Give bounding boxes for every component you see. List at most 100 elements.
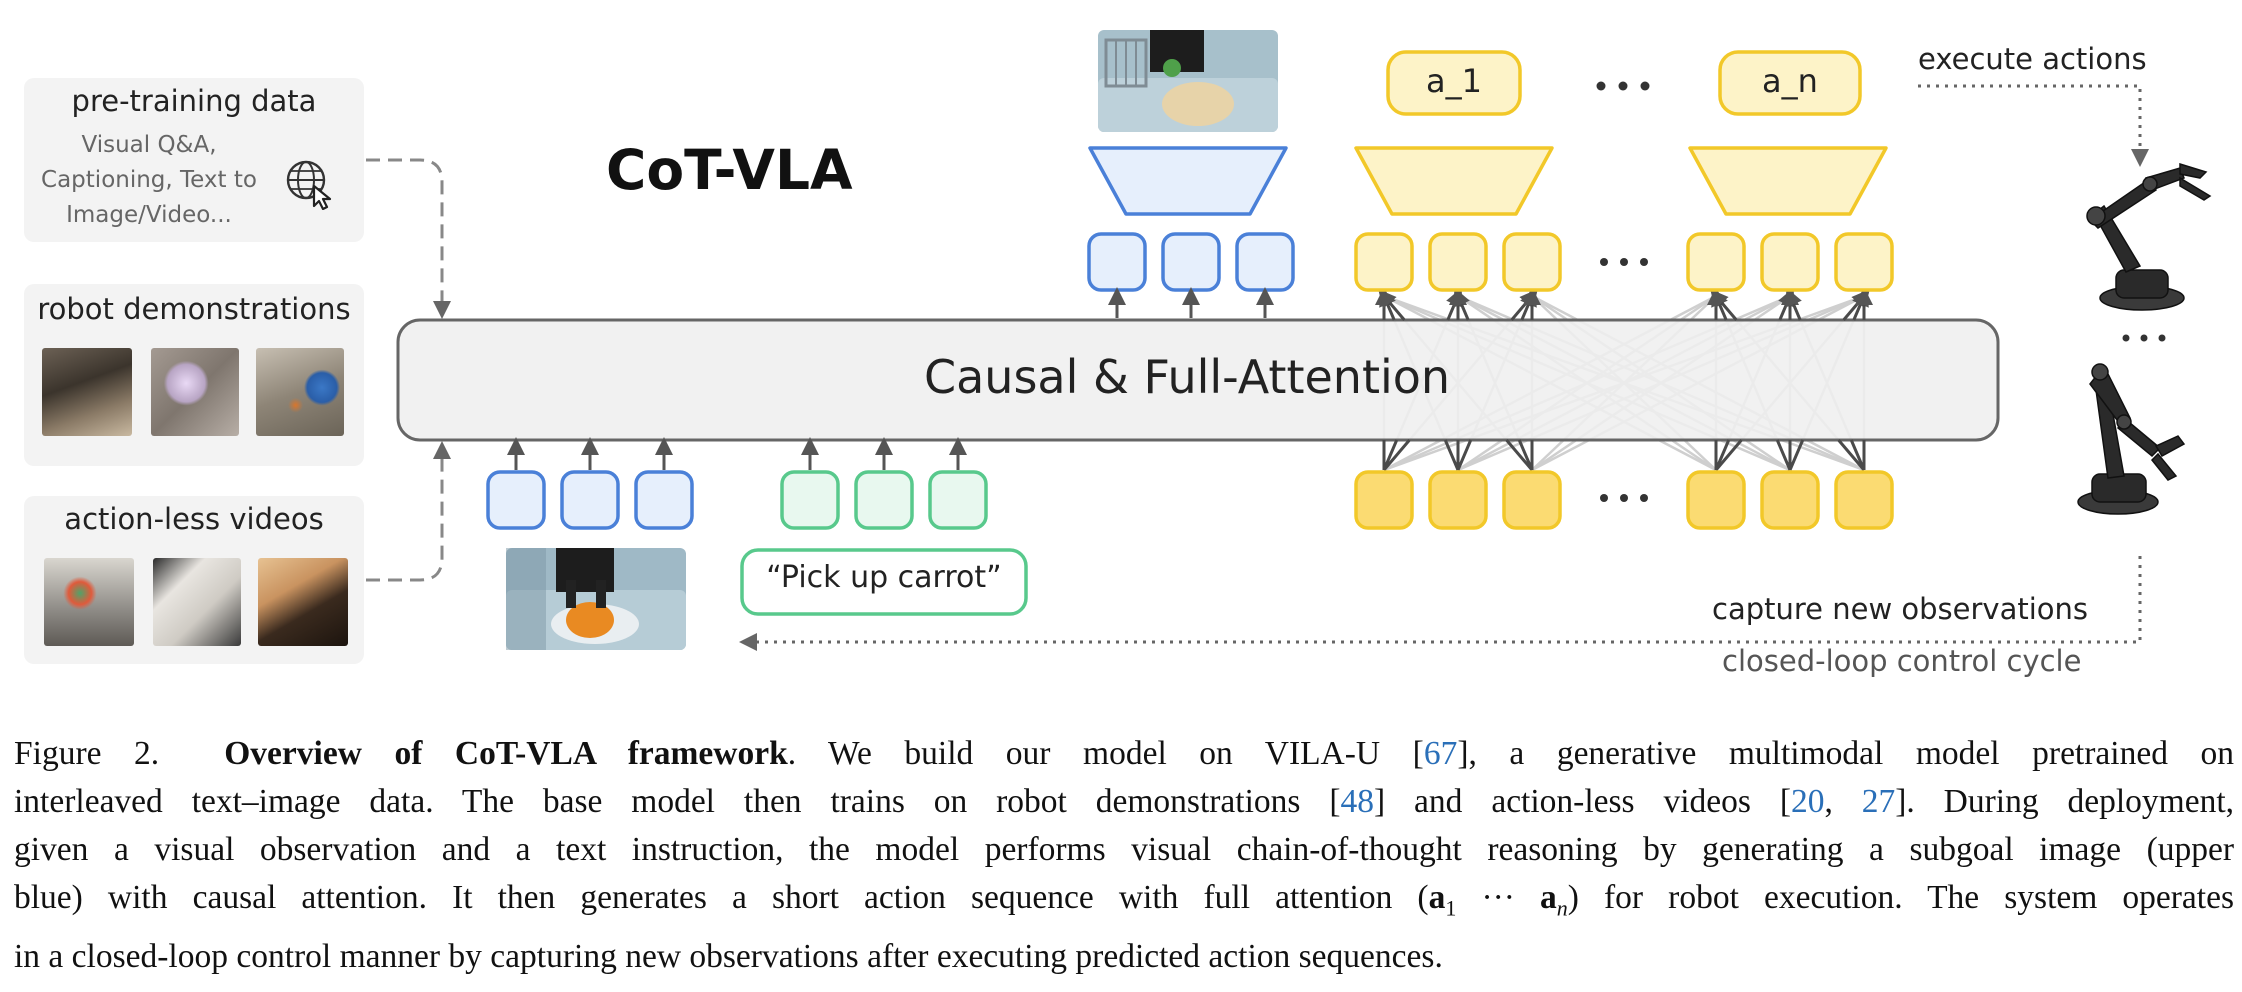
image-token-2 — [560, 470, 620, 530]
action-output-tokens — [1354, 232, 1894, 292]
text-token-2 — [854, 470, 914, 530]
action-decoder-trapezoid-n — [1688, 146, 1888, 216]
subgoal-token-3 — [1235, 232, 1295, 292]
robot-demonstrations-title: robot demonstrations — [37, 292, 351, 326]
action-less-videos-panel: action-less videos — [24, 496, 364, 664]
math-dots: ··· — [1456, 879, 1541, 916]
attention-dark-top-7 — [1378, 289, 1406, 321]
caption-text: ]. During deployment, — [1895, 783, 2235, 820]
action-input-token-2 — [1428, 470, 1488, 530]
action-output-token-5 — [1760, 232, 1820, 292]
globe-cursor-icon — [286, 160, 332, 210]
math-sub-n: n — [1556, 895, 1568, 921]
attention-dark-bottom-6 — [1456, 439, 1473, 471]
action-output-token-2 — [1428, 232, 1488, 292]
robot-demo-image-2 — [151, 348, 239, 436]
ref-67[interactable]: 67 — [1423, 735, 1458, 772]
caption-figure-label: Figure 2. — [14, 735, 160, 772]
action-label-1: a_1 — [1426, 62, 1482, 100]
videos-connector — [366, 441, 451, 582]
attention-dark-bottom-16 — [1837, 439, 1866, 471]
attention-dark-lines — [1375, 287, 1873, 471]
subgoal-image-tokens — [1087, 232, 1295, 292]
attention-dark-bottom-13 — [1775, 439, 1792, 471]
action-decoder-trapezoid-1 — [1354, 146, 1554, 216]
caption-text: ] and action-less videos [ — [1374, 783, 1791, 820]
pretraining-desc-line-3: Image/Video... — [66, 202, 232, 228]
input-arrows — [507, 437, 967, 470]
subgoal-image — [1098, 30, 1278, 132]
input-image-tokens — [486, 470, 694, 530]
ref-48[interactable]: 48 — [1340, 783, 1375, 820]
pretraining-panel: pre-training data Visual Q&A, Captioning… — [24, 78, 364, 242]
attention-dark-bottom-4 — [1443, 439, 1460, 471]
instruction-text: “Pick up carrot” — [766, 560, 1002, 595]
ref-20[interactable]: 20 — [1790, 783, 1825, 820]
image-token-1 — [486, 470, 546, 530]
action-input-token-4 — [1686, 470, 1746, 530]
action-less-videos-title: action-less videos — [64, 502, 324, 536]
diagram-graphics — [366, 30, 2212, 651]
caption-line-3: given a visual observation and a text in… — [14, 831, 2234, 868]
closed-loop-arrow — [739, 556, 2142, 651]
caption-bold-title: Overview of CoT-VLA framework — [224, 735, 788, 772]
instruction-tokens — [780, 470, 988, 530]
robot-demo-image-1 — [42, 348, 132, 436]
pretraining-desc: Visual Q&A, Captioning, Text to Image/Vi… — [34, 128, 264, 233]
caption-line-2: interleaved text–image data. The base mo… — [14, 778, 2234, 826]
action-output-token-3 — [1502, 232, 1562, 292]
robot-demonstrations-panel: robot demonstrations — [24, 284, 364, 466]
image-decoder-trapezoid — [1088, 146, 1288, 216]
action-box-1 — [1386, 50, 1522, 116]
closed-loop-label: closed-loop control cycle — [1722, 644, 2082, 678]
attention-dark-bottom-7 — [1505, 439, 1534, 471]
image-token-3 — [634, 470, 694, 530]
caption-text: blue) with causal attention. It then gen… — [14, 879, 1429, 916]
attention-dark-bottom-3 — [1382, 439, 1411, 471]
attention-dark-bottom-17 — [1849, 439, 1866, 471]
caption-text: ) for robot execution. The system operat… — [1567, 879, 2235, 916]
math-an: a — [1540, 879, 1557, 916]
attention-block — [396, 318, 2000, 442]
pretraining-desc-line-2: Captioning, Text to — [41, 167, 257, 193]
attention-dark-top-17 — [1785, 287, 1802, 321]
output-arrows — [1108, 287, 1274, 318]
video-image-1 — [44, 558, 134, 646]
attention-dark-bottom-2 — [1382, 439, 1399, 471]
caption-text: , — [1824, 783, 1862, 820]
robot-arm-top — [2086, 162, 2212, 311]
robot-demo-image-3 — [256, 348, 344, 436]
action-input-token-3 — [1502, 470, 1562, 530]
caption-text: . We build our model on VILA-U [ — [787, 735, 1424, 772]
pretraining-title: pre-training data — [71, 84, 317, 118]
action-input-token-5 — [1760, 470, 1820, 530]
text-token-1 — [780, 470, 840, 530]
action-output-token-1 — [1354, 232, 1414, 292]
capture-observations-label: capture new observations — [1712, 592, 2088, 626]
figure-caption: Figure 2. Overview of CoT-VLA framework.… — [14, 730, 2234, 981]
ref-27[interactable]: 27 — [1861, 783, 1896, 820]
action-input-token-1 — [1354, 470, 1414, 530]
caption-text: interleaved text–image data. The base mo… — [14, 783, 1341, 820]
execute-actions-label: execute actions — [1918, 42, 2147, 76]
attention-dark-bottom-11 — [1714, 439, 1731, 471]
attention-dark-bottom-12 — [1714, 439, 1743, 471]
video-image-3 — [258, 558, 348, 646]
action-input-token-6 — [1834, 470, 1894, 530]
action-box-n — [1718, 50, 1862, 116]
action-output-token-6 — [1834, 232, 1894, 292]
caption-line-1: Figure 2. Overview of CoT-VLA framework.… — [14, 730, 2234, 778]
attention-label: Causal & Full-Attention — [924, 350, 1451, 404]
attention-dark-top-8 — [1453, 287, 1470, 321]
caption-line-5: in a closed-loop control manner by captu… — [14, 937, 1443, 975]
text-token-3 — [928, 470, 988, 530]
execute-arrow — [1918, 84, 2149, 167]
instruction-box — [740, 548, 1028, 616]
attention-dark-top-2 — [1446, 287, 1463, 321]
ellipsis-dots — [1596, 81, 2166, 502]
caption-line-4: blue) with causal attention. It then gen… — [14, 874, 2234, 933]
action-input-tokens — [1354, 470, 1894, 530]
robot-arm-bottom — [2077, 363, 2186, 515]
pretraining-desc-line-1: Visual Q&A, — [81, 132, 217, 158]
pretraining-connector — [366, 158, 451, 319]
